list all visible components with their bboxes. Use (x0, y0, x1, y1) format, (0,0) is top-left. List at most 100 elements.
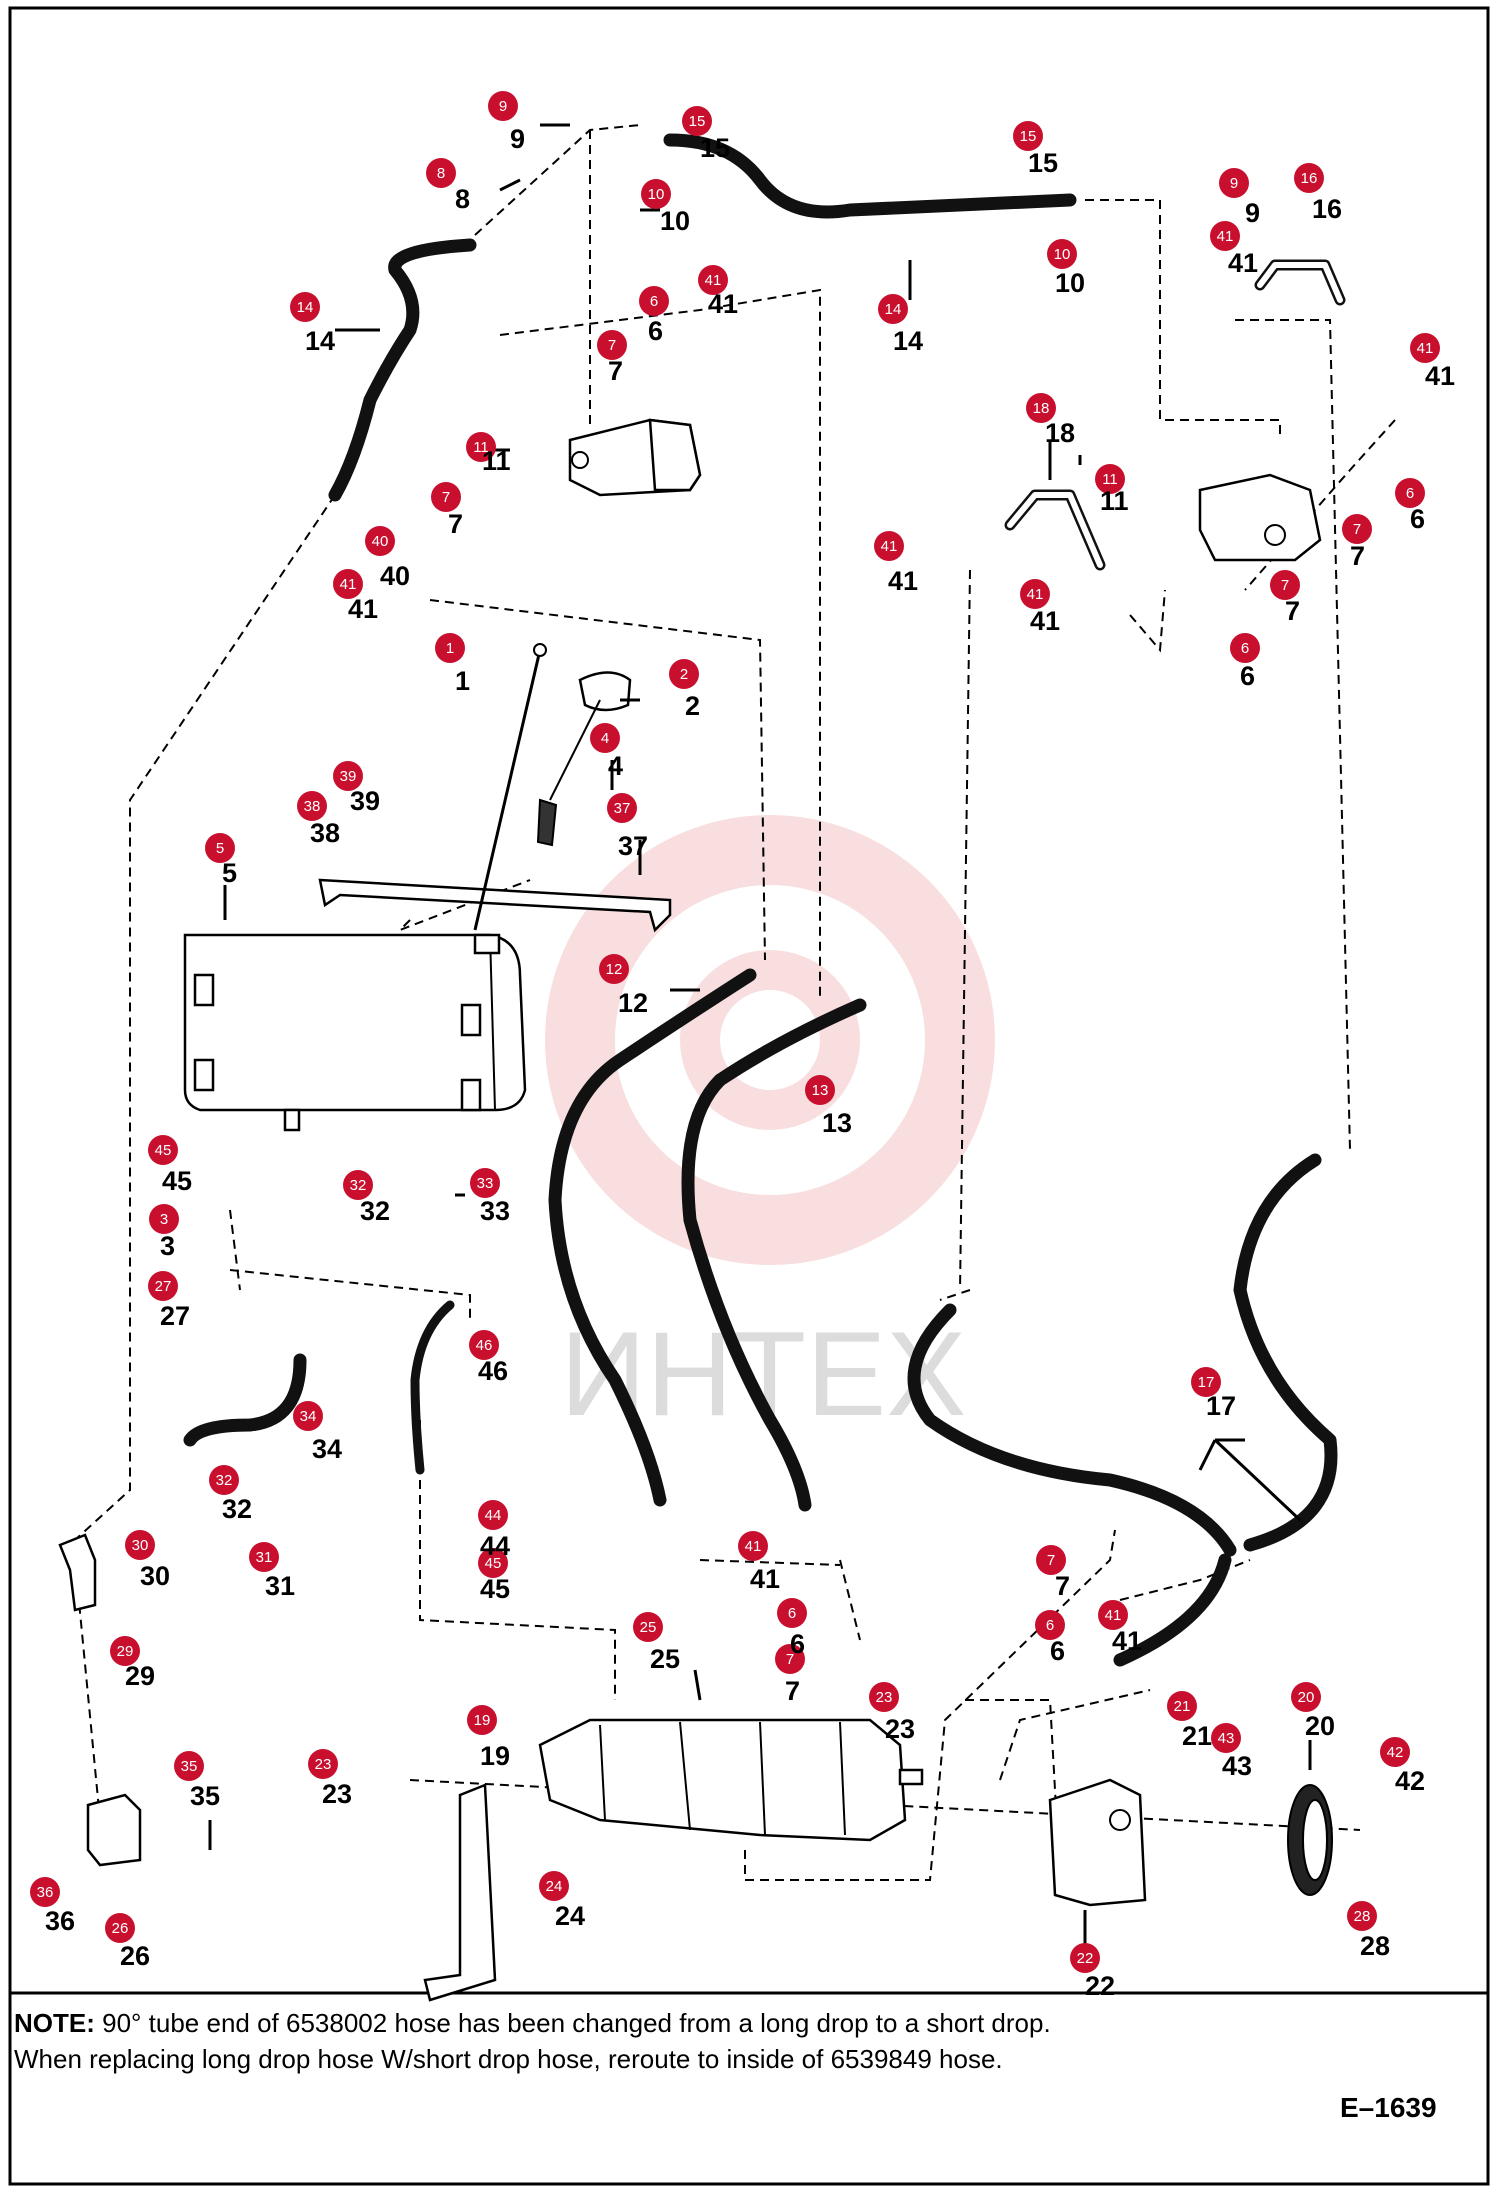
callout-14-number: 14 (305, 326, 335, 356)
callout-7-number: 7 (1285, 596, 1300, 626)
callout-badge-label: 41 (1105, 1607, 1122, 1624)
callout-16-number: 16 (1312, 194, 1342, 224)
callout-7-number: 7 (1350, 541, 1365, 571)
hose-34 (183, 1353, 307, 1447)
callout-19-badge: 19 (467, 1705, 497, 1735)
callout-badge-label: 43 (1218, 1730, 1235, 1747)
hose-17-right (1233, 1153, 1338, 1552)
callout-11-number: 11 (482, 446, 511, 476)
callout-24-badge: 24 (539, 1871, 569, 1901)
callout-15-number: 15 (700, 133, 730, 163)
callout-41-number: 41 (888, 566, 918, 596)
callout-23-badge: 23 (869, 1682, 899, 1712)
callout-11-badge: 11 (1095, 464, 1125, 494)
callout-41-badge: 41 (698, 265, 728, 295)
callout-badge-circle (308, 1749, 338, 1779)
callout-badge-label: 18 (1033, 400, 1050, 417)
callout-badge-circle (1026, 393, 1056, 423)
callout-badge-circle (488, 91, 518, 121)
callout-badge-circle (30, 1877, 60, 1907)
callout-21-number: 21 (1182, 1721, 1212, 1751)
callout-badge-label: 6 (788, 1605, 796, 1622)
callout-badge-circle (365, 526, 395, 556)
callout-41-badge: 41 (1210, 221, 1240, 251)
callout-43-badge: 43 (1211, 1723, 1241, 1753)
callout-29-badge: 29 (110, 1636, 140, 1666)
callout-badge-label: 9 (1230, 175, 1238, 192)
connection-lines (74, 124, 1396, 1891)
callout-41-badge: 41 (1020, 579, 1050, 609)
callout-44-number: 44 (480, 1531, 510, 1561)
callout-badge-label: 15 (1020, 128, 1037, 145)
callout-badge-label: 39 (340, 768, 357, 785)
callout-badge-label: 41 (745, 1538, 762, 1555)
callout-6-badge: 6 (1395, 478, 1425, 508)
callout-22-badge: 22 (1070, 1943, 1100, 1973)
callout-badge-circle (297, 791, 327, 821)
callout-badge-label: 33 (477, 1175, 494, 1192)
callout-41-badge: 41 (874, 531, 904, 561)
callout-10-badge: 10 (641, 179, 671, 209)
callout-badge-label: 37 (614, 800, 631, 817)
callout-6-number: 6 (1240, 661, 1255, 691)
callout-41-number: 41 (1112, 1626, 1142, 1656)
callout-badge-label: 42 (1387, 1744, 1404, 1761)
hose-14-left (328, 238, 477, 502)
callout-28-badge: 28 (1347, 1901, 1377, 1931)
callout-13-badge: 13 (805, 1075, 835, 1105)
callout-badge-circle (738, 1531, 768, 1561)
callout-badge-label: 24 (546, 1878, 563, 1895)
callout-badge-circle (1035, 1610, 1065, 1640)
callout-badge-label: 20 (1298, 1689, 1315, 1706)
callout-badge-circle (148, 1271, 178, 1301)
callout-badge-label: 41 (1217, 228, 1234, 245)
callout-badge-label: 26 (112, 1920, 129, 1937)
callout-badge-label: 22 (1077, 1950, 1094, 1967)
callout-badge-circle (641, 179, 671, 209)
callout-badge-circle (1047, 239, 1077, 269)
callout-5-badge: 5 (205, 833, 235, 863)
callout-41-number: 41 (348, 594, 378, 624)
callout-badge-circle (478, 1548, 508, 1578)
callout-21-badge: 21 (1167, 1691, 1197, 1721)
callout-badge-circle (174, 1751, 204, 1781)
callout-7-number: 7 (448, 509, 463, 539)
callout-41-number: 41 (750, 1564, 780, 1594)
callout-badge-circle (805, 1075, 835, 1105)
callout-badge-label: 41 (881, 538, 898, 555)
callout-badge-circle (205, 833, 235, 863)
callout-badge-circle (249, 1542, 279, 1572)
callout-badge-label: 6 (1241, 640, 1249, 657)
callout-badge-label: 41 (340, 576, 357, 593)
watermark: ИНТЕХ (545, 815, 995, 1441)
callout-badge-circle (1211, 1723, 1241, 1753)
callout-badge-label: 12 (606, 961, 623, 978)
callout-badge-circle (669, 659, 699, 689)
callout-badge-label: 6 (1406, 485, 1414, 502)
callout-5-number: 5 (222, 858, 237, 888)
callout-38-number: 38 (310, 818, 340, 848)
callout-23-number: 23 (322, 1779, 352, 1809)
callout-7-badge: 7 (431, 482, 461, 512)
callout-27-number: 27 (160, 1301, 190, 1331)
callout-badge-circle (290, 292, 320, 322)
callout-badge-circle (343, 1170, 373, 1200)
hose-46 (410, 1300, 455, 1475)
callout-badge-circle (469, 1330, 499, 1360)
callout-badge-label: 4 (601, 730, 609, 747)
callout-badge-label: 28 (1354, 1908, 1371, 1925)
callout-38-badge: 38 (297, 791, 327, 821)
callout-badge-circle (639, 286, 669, 316)
callout-badge-label: 7 (1047, 1552, 1055, 1569)
callout-badge-label: 38 (304, 798, 321, 815)
callout-badge-label: 23 (315, 1756, 332, 1773)
callout-badge-circle (478, 1500, 508, 1530)
callout-14-badge: 14 (878, 294, 908, 324)
callout-6-number: 6 (1050, 1636, 1065, 1666)
callout-badge-label: 10 (648, 186, 665, 203)
callout-29-number: 29 (125, 1661, 155, 1691)
mount-bracket-22 (1048, 1778, 1147, 1907)
callout-badge-circle (1347, 1901, 1377, 1931)
callout-18-number: 18 (1045, 418, 1075, 448)
callout-badge-circle (209, 1465, 239, 1495)
